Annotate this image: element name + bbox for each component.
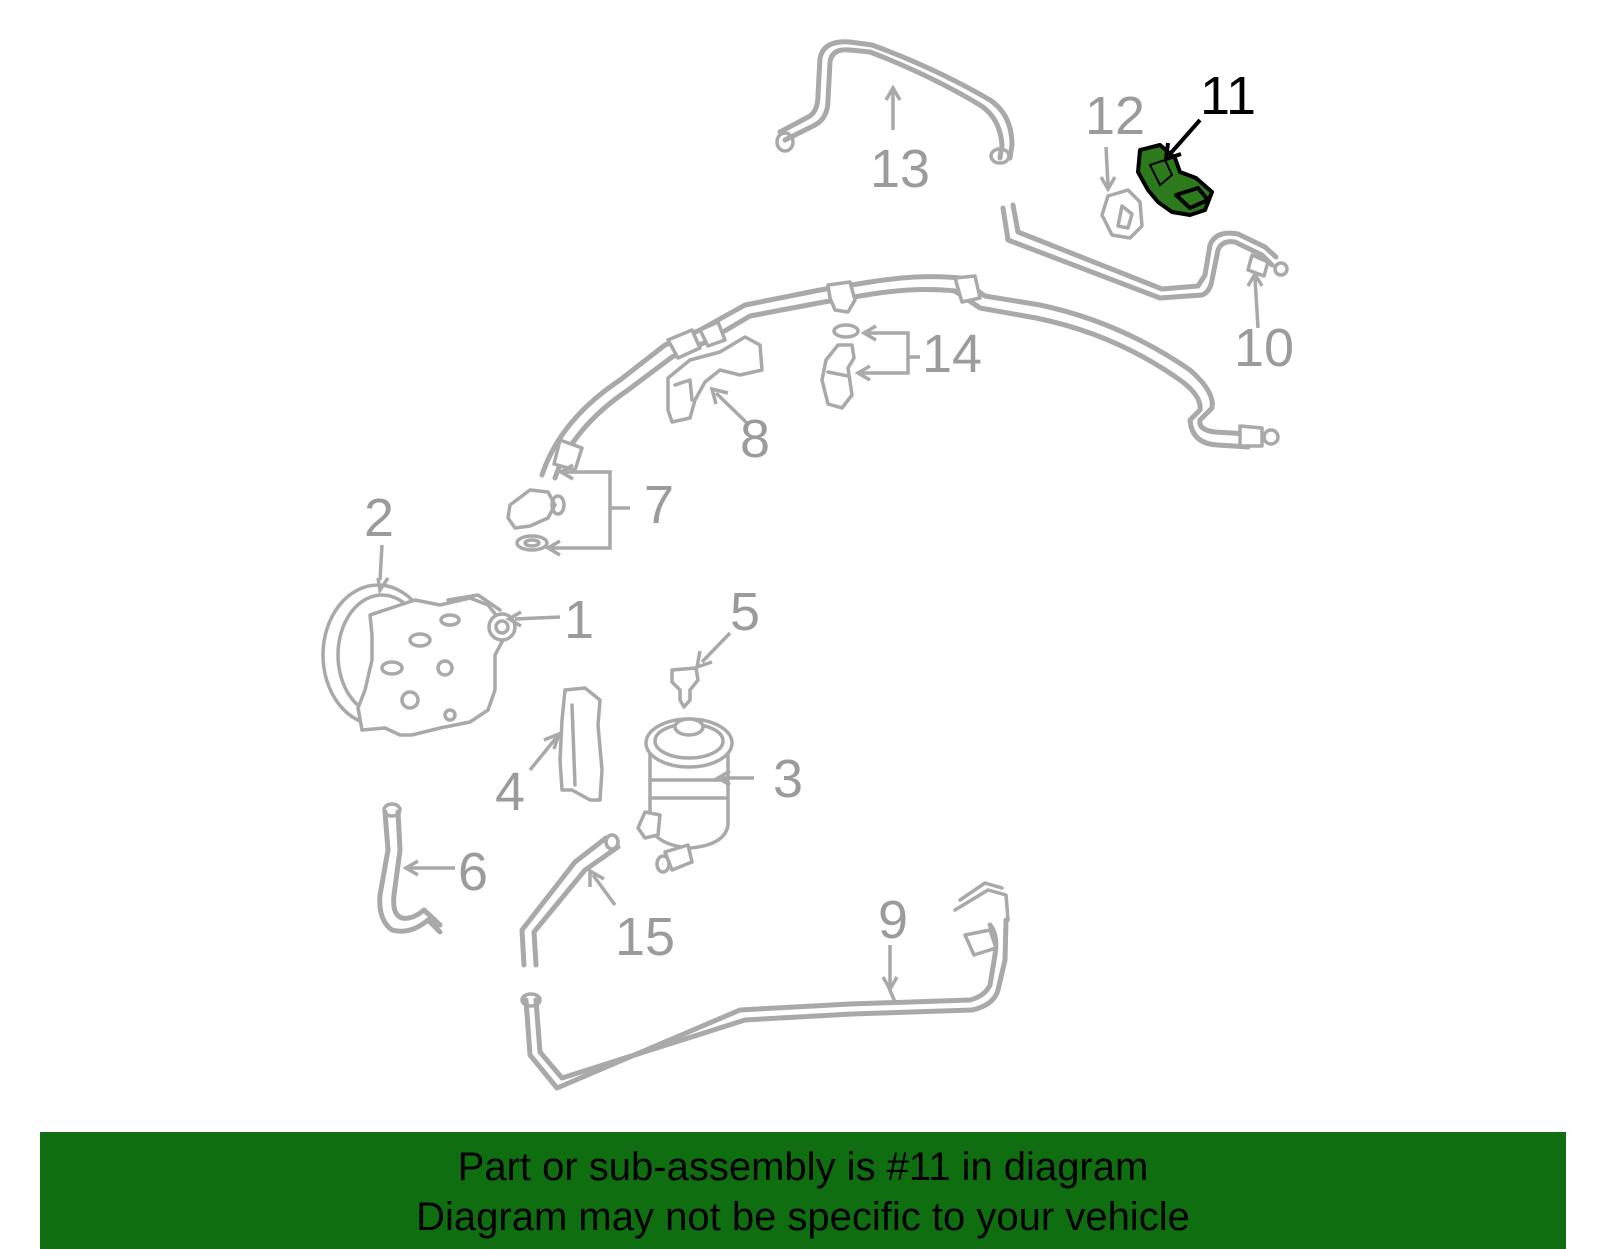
- banner-line-1: Part or sub-assembly is #11 in diagram: [457, 1145, 1149, 1189]
- part-3-reservoir[interactable]: [636, 717, 734, 874]
- callout-1: 1: [564, 590, 594, 650]
- callout-14: 14: [922, 324, 982, 384]
- part-14-sensor[interactable]: [820, 323, 860, 410]
- part-12-clamp[interactable]: [1100, 188, 1144, 240]
- callout-11: 11: [1200, 66, 1256, 126]
- callout-5: 5: [730, 582, 760, 642]
- part-9-pipe[interactable]: [520, 881, 1010, 1091]
- banner-line-2: Diagram may not be specific to your vehi…: [416, 1195, 1190, 1239]
- part-4-plate[interactable]: [558, 686, 604, 802]
- part-8-bracket[interactable]: [666, 335, 764, 424]
- info-banner: Part or sub-assembly is #11 in diagram D…: [40, 1132, 1566, 1249]
- part-6-hose[interactable]: [377, 802, 443, 935]
- callout-3: 3: [773, 749, 803, 809]
- callout-6: 6: [458, 842, 488, 902]
- leader-lines: [376, 84, 1264, 993]
- part-1-pump[interactable]: [321, 583, 517, 737]
- callout-13: 13: [870, 139, 930, 199]
- callout-15: 15: [615, 907, 675, 967]
- callout-7: 7: [644, 475, 674, 535]
- callout-10: 10: [1234, 318, 1294, 378]
- callout-9: 9: [878, 890, 908, 950]
- part-10-pipe[interactable]: [1000, 202, 1289, 301]
- callout-8: 8: [740, 409, 770, 469]
- callout-4: 4: [495, 762, 525, 822]
- parts-diagram: 2 1 3 4 5 6 7 8 9 10 11 12 13 14 15: [321, 39, 1294, 1091]
- part-13-hose[interactable]: [775, 39, 1015, 165]
- part-5-cap[interactable]: [670, 666, 700, 709]
- part-7-pressure-hose[interactable]: [506, 274, 1280, 552]
- callout-2: 2: [364, 488, 394, 548]
- callout-12: 12: [1085, 86, 1145, 146]
- part-15-hose[interactable]: [519, 833, 621, 968]
